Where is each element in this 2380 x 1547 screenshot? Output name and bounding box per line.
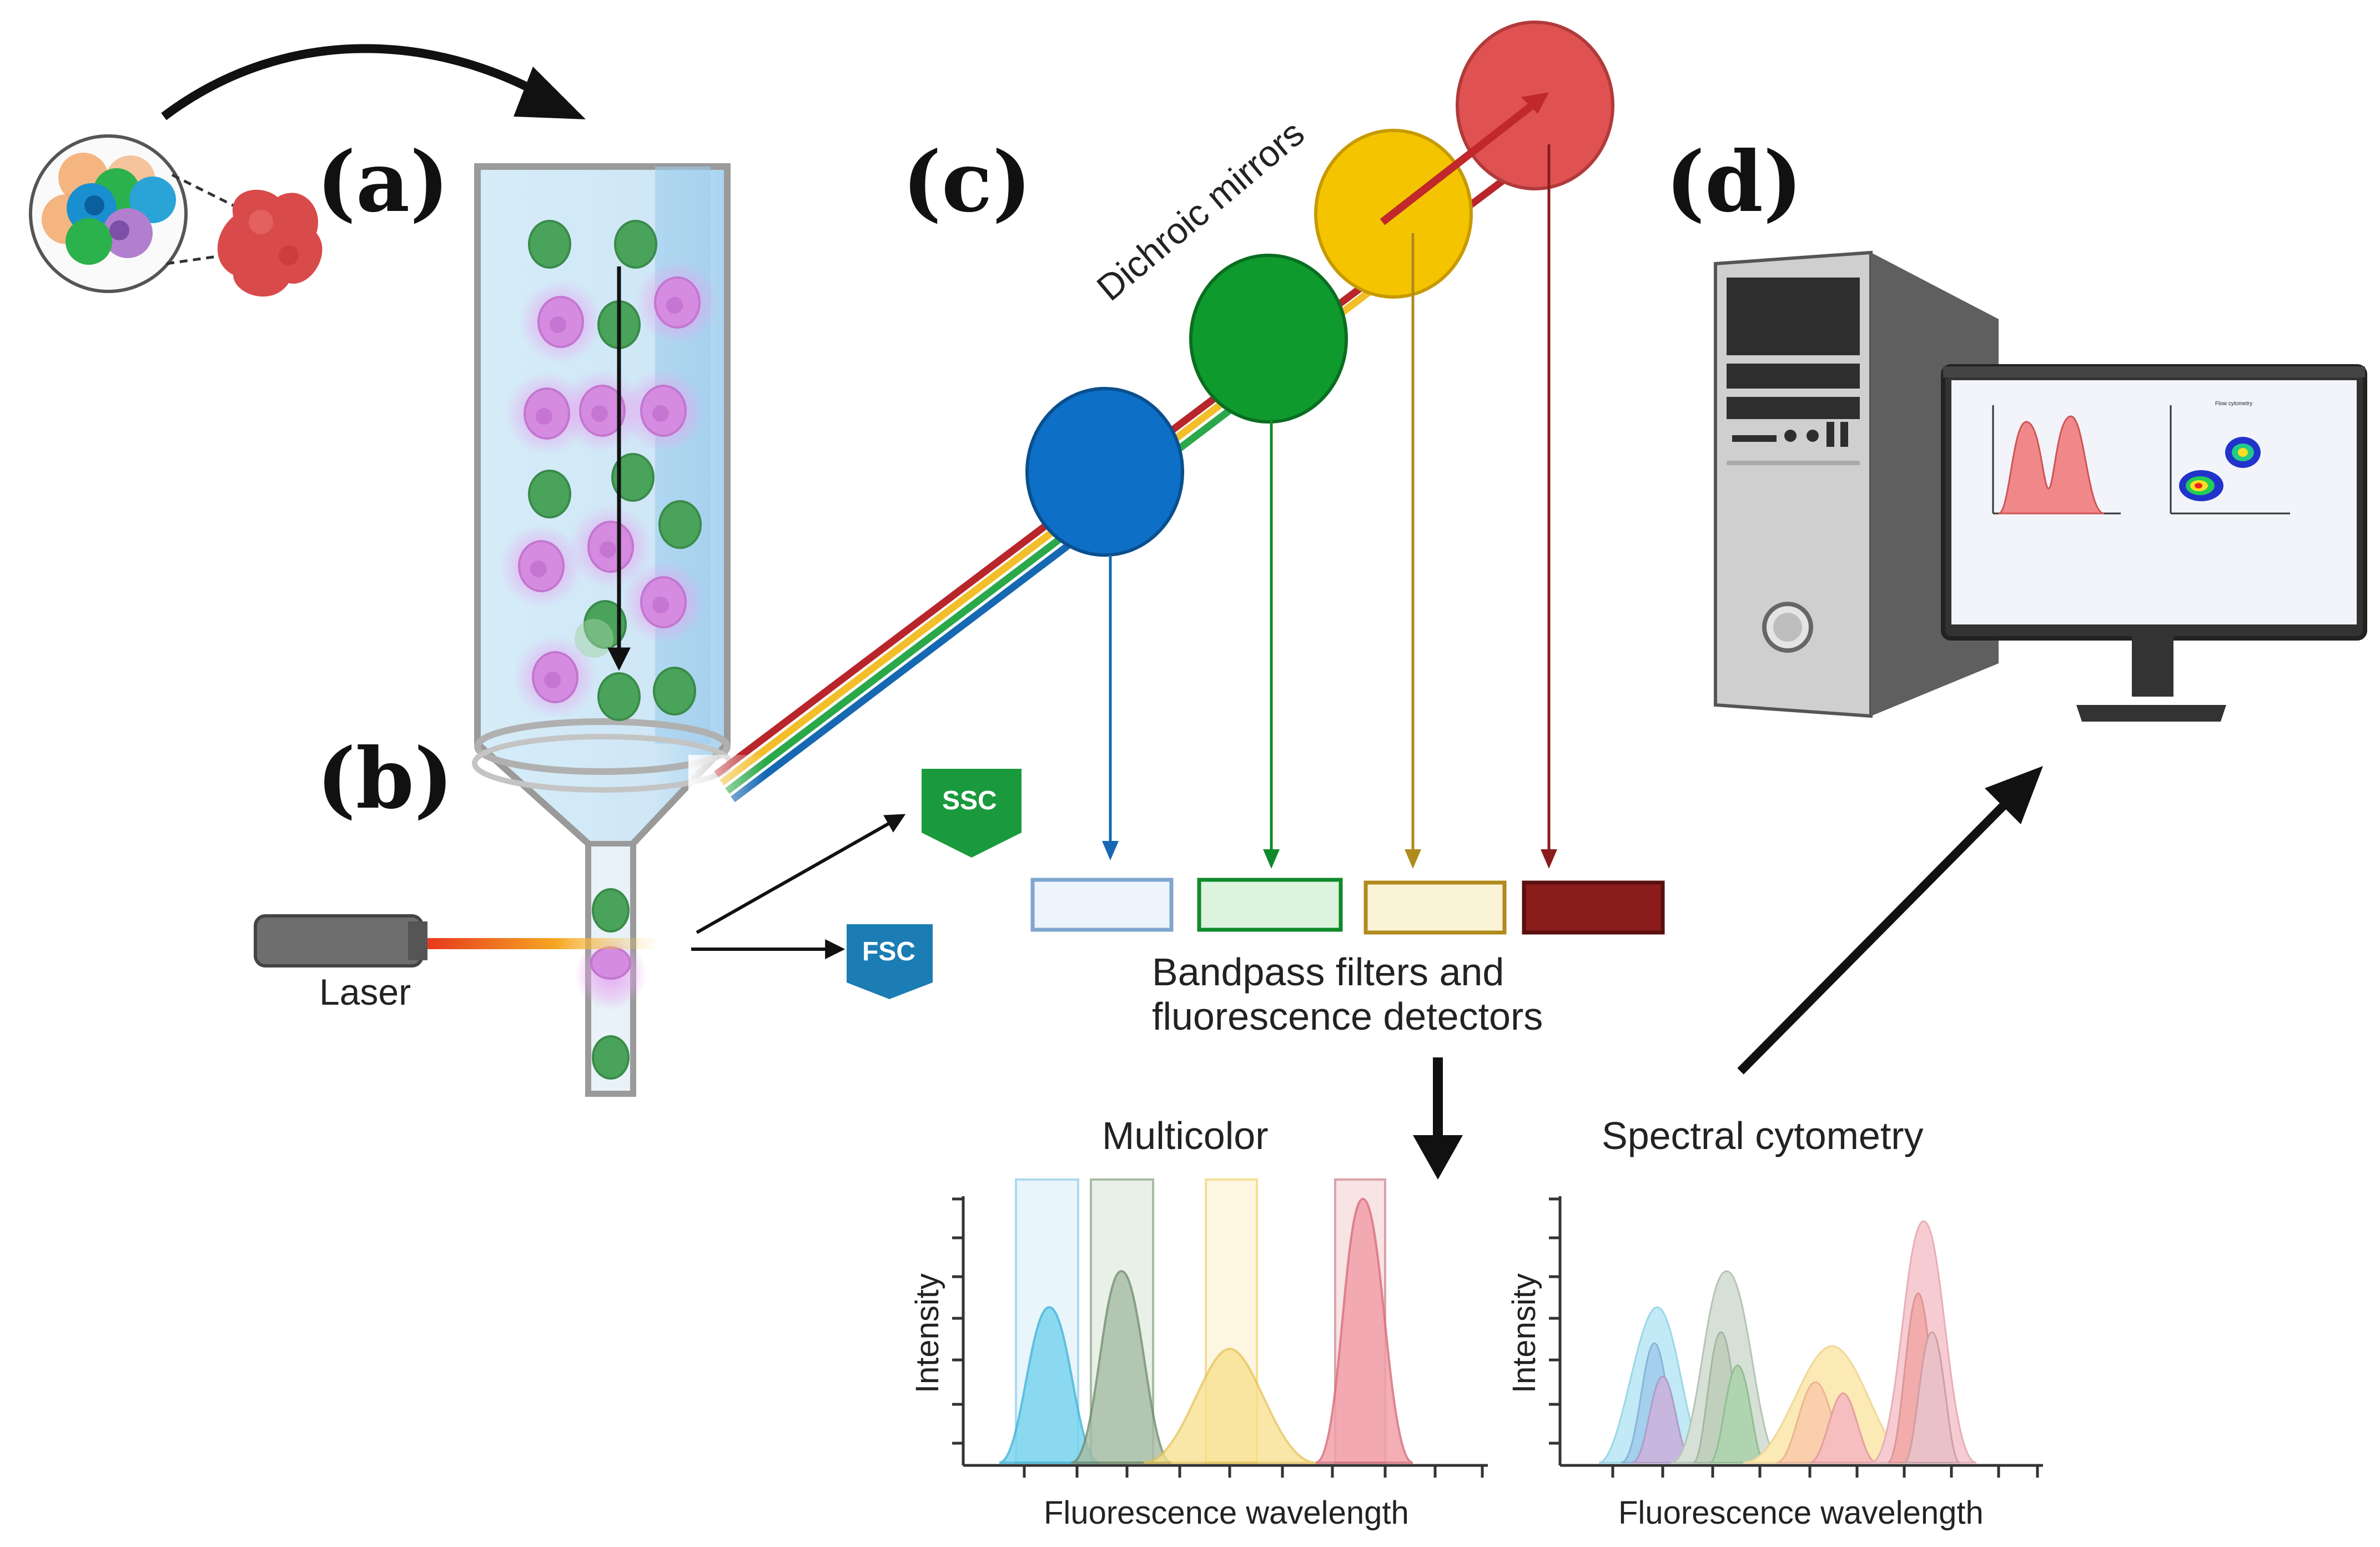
dichroic-mirror-green [1189, 254, 1348, 424]
spectral-x-ticks [1611, 1465, 2039, 1478]
laser-source [254, 914, 661, 967]
bandpass-label-line1: Bandpass filters and [1152, 950, 1504, 994]
spectral-xlabel: Fluorescence wavelength [1618, 1495, 1984, 1531]
screen-histogram [1992, 405, 2121, 515]
curved-arrow [161, 44, 563, 120]
data-to-computer-arrow [1737, 796, 2013, 1075]
bandpass-label-line2: fluorescence detectors [1152, 995, 1543, 1038]
ssc-badge: SSC [922, 769, 1022, 858]
detector-red [1522, 880, 1665, 935]
multicolor-y-ticks [952, 1197, 963, 1445]
multicolor-plot: Multicolor Intensity Fluorescence wavele… [909, 1114, 1488, 1531]
multicolor-title: Multicolor [1102, 1114, 1269, 1157]
multicolor-x-ticks [1023, 1465, 1484, 1478]
curved-arrow-head [514, 67, 586, 119]
panel-label-d: (d) [1666, 133, 1803, 231]
multicolor-ylabel: Intensity [909, 1273, 945, 1393]
computer-monitor: Flow cytometry [1941, 364, 2367, 722]
fsc-label: FSC [862, 937, 915, 966]
dichroic-mirror-blue [1025, 387, 1184, 557]
cells-in-tube [500, 220, 719, 1080]
detector-yellow [1363, 880, 1507, 935]
spectral-y-ticks [1549, 1197, 1560, 1445]
ssc-arrow [696, 814, 906, 934]
multicolor-xlabel: Fluorescence wavelength [1044, 1495, 1409, 1531]
panel-label-b: (b) [316, 730, 454, 828]
detector-drop-lines [1102, 144, 1557, 869]
detector-green [1197, 878, 1343, 932]
panel-label-a: (a) [316, 133, 449, 231]
panel-label-c: (c) [902, 133, 1031, 231]
tissue-sample-illustration [29, 44, 586, 297]
laser-label: Laser [319, 971, 411, 1012]
spectral-plot: Spectral cytometry Intensity Fluorescenc… [1506, 1114, 2043, 1531]
spectral-ylabel: Intensity [1506, 1273, 1542, 1393]
screen-dot-plot: Flow cytometry [2170, 401, 2290, 515]
screen-plot-title: Flow cytometry [2215, 401, 2252, 407]
ssc-label: SSC [942, 786, 997, 815]
fsc-badge: FSC [847, 924, 933, 999]
detector-blue [1030, 878, 1174, 932]
spectral-title: Spectral cytometry [1602, 1114, 1924, 1157]
